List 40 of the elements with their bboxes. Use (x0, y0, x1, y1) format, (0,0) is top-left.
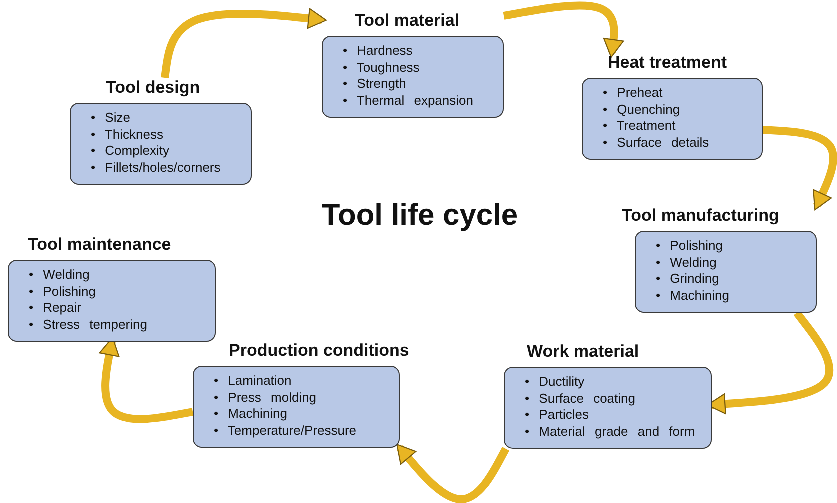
bullet-item: • Treatment (603, 118, 677, 134)
curved-arrow (161, 8, 327, 79)
stage-heading: Tool design (106, 78, 200, 99)
bullet-item: • Strength (343, 76, 408, 92)
curved-arrow (396, 444, 510, 503)
bullet-item: • Fillets/holes/corners (91, 160, 222, 176)
bullet-item: • Thermal expansion (343, 92, 474, 109)
bullet-item: • Particles (525, 407, 590, 424)
bullet-item: • Preheat (603, 85, 664, 102)
bullet-item: • Welding (29, 267, 91, 284)
bullet-item: • Complexity (91, 143, 170, 160)
bullet-item: • Material grade and form (525, 424, 696, 440)
stage-heading: Tool maintenance (28, 235, 172, 256)
bullet-item: • Size (91, 110, 132, 126)
bullet-item: • Hardness (343, 43, 414, 60)
bullet-item: • Stress tempering (29, 316, 148, 333)
curved-arrow (762, 126, 837, 211)
bullet-item: • Polishing (656, 238, 724, 254)
bullet-item: • Temperature/Pressure (214, 422, 358, 439)
stage-heading: Tool manufacturing (622, 206, 780, 227)
bullet-item: • Repair (29, 300, 82, 316)
stage-heading: Tool material (355, 11, 460, 32)
stage-heading: Production conditions (229, 341, 410, 362)
bullet-item: • Press molding (214, 390, 318, 406)
bullet-item: • Surface details (603, 134, 710, 151)
stage-heading: Heat treatment (608, 53, 728, 74)
bullet-item: • Machining (214, 406, 288, 422)
bullet-item: • Thickness (91, 126, 164, 143)
stage-heading: Work material (527, 342, 640, 363)
bullet-item: • Toughness (343, 60, 421, 76)
bullet-item: • Welding (656, 254, 718, 271)
bullet-item: • Ductility (525, 374, 586, 390)
center-title: Tool life cycle (320, 198, 520, 234)
bullet-item: • Machining (656, 288, 730, 304)
bullet-item: • Surface coating (525, 390, 636, 407)
bullet-item: • Polishing (29, 284, 97, 300)
bullet-item: • Lamination (214, 373, 293, 390)
bullet-item: • Quenching (603, 102, 682, 118)
bullet-item: • Grinding (656, 271, 720, 288)
curved-arrow (503, 2, 624, 58)
